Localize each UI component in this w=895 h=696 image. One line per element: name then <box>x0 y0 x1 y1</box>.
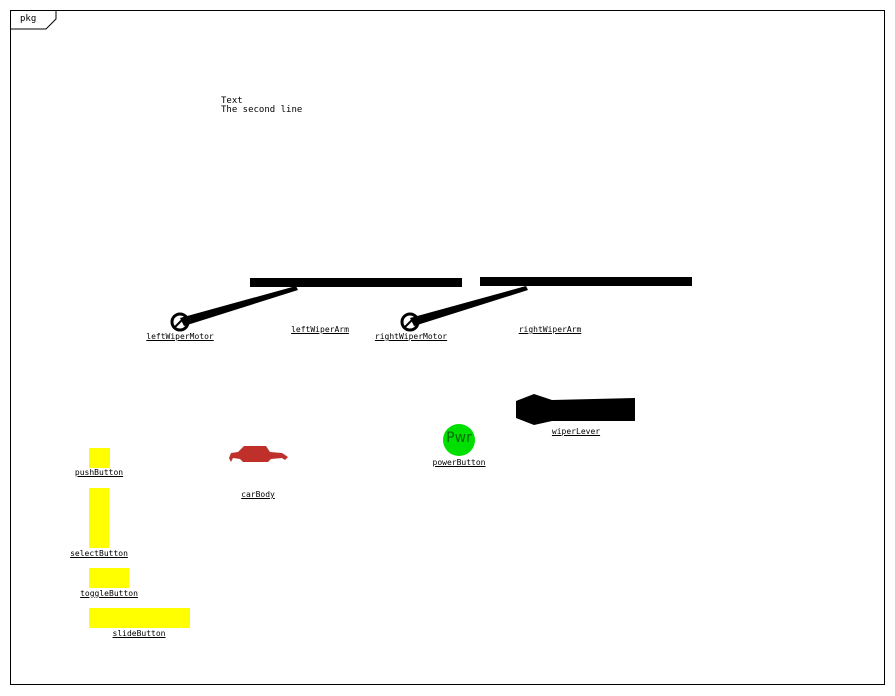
slide-button-shape[interactable] <box>89 608 190 628</box>
left-wiper-arm-shape[interactable] <box>180 286 298 326</box>
push-button-label: pushButton <box>74 468 124 477</box>
note-text: Text The second line <box>221 97 302 115</box>
toggle-button-label: toggleButton <box>80 589 138 598</box>
note-line-1: Text <box>221 96 243 106</box>
right-wiper-motor-label: rightWiperMotor <box>374 332 448 341</box>
car-body-shape[interactable] <box>229 446 288 462</box>
select-button-label: selectButton <box>70 549 128 558</box>
power-button-label: powerButton <box>432 458 486 467</box>
right-wiper-blade[interactable] <box>480 277 692 286</box>
right-wiper-arm-label: rightWiperArm <box>518 325 582 334</box>
toggle-button-shape[interactable] <box>89 568 129 588</box>
package-label: pkg <box>20 14 37 24</box>
left-wiper-motor-label: leftWiperMotor <box>146 332 214 341</box>
left-wiper-blade[interactable] <box>250 278 462 287</box>
right-wiper-motor-icon[interactable] <box>400 312 420 332</box>
left-wiper-arm-label: leftWiperArm <box>291 325 349 334</box>
push-button-shape[interactable] <box>89 448 110 468</box>
right-wiper-arm-shape[interactable] <box>410 286 528 326</box>
power-button-text[interactable]: Pwr <box>446 430 472 446</box>
wiper-lever-label: wiperLever <box>551 427 601 436</box>
wiper-lever-shape[interactable] <box>516 394 635 425</box>
power-button-circle[interactable] <box>443 424 475 456</box>
note-line-2: The second line <box>221 105 303 115</box>
left-wiper-motor-icon[interactable] <box>170 312 190 332</box>
select-button-shape[interactable] <box>89 488 109 548</box>
slide-button-label: slideButton <box>112 629 166 638</box>
package-frame <box>10 10 885 685</box>
car-body-label: carBody <box>241 490 275 499</box>
